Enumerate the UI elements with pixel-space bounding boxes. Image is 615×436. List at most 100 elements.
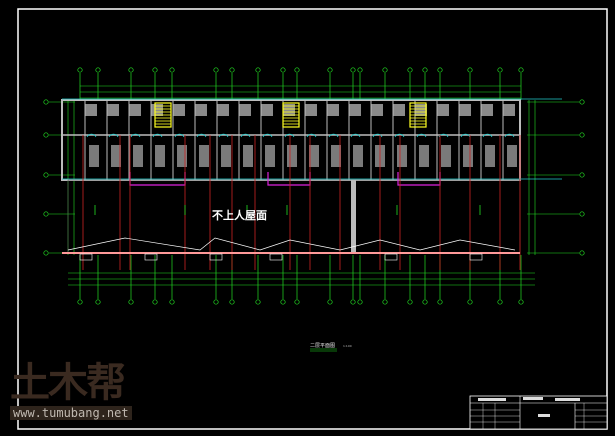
axis-bubble: [357, 67, 363, 73]
furniture: [371, 104, 383, 116]
axis-bubble: [467, 67, 473, 73]
furniture: [85, 104, 97, 116]
axis-bubble: [128, 299, 134, 305]
furniture: [129, 104, 141, 116]
axis-bubble: [43, 132, 49, 138]
furniture: [283, 104, 295, 116]
axis-bubble: [579, 99, 585, 105]
rain-spout: [79, 253, 93, 261]
axis-bubble: [77, 67, 83, 73]
roof-slope-line: [67, 237, 516, 251]
axis-bubble: [43, 172, 49, 178]
balcony: [397, 172, 441, 186]
axis-bubble: [382, 299, 388, 305]
door-swing: [152, 133, 163, 138]
furniture: [437, 104, 449, 116]
door-swing: [240, 133, 251, 138]
axis-bubble: [437, 299, 443, 305]
furniture: [177, 145, 187, 167]
furniture: [397, 145, 407, 167]
axis-bubble: [280, 67, 286, 73]
axis-bubble: [407, 67, 413, 73]
furniture: [217, 104, 229, 116]
floor-plan: [61, 98, 562, 352]
axis-bubble: [579, 211, 585, 217]
axis-bubble: [43, 99, 49, 105]
furniture: [151, 104, 163, 116]
furniture: [239, 104, 251, 116]
furniture: [419, 145, 429, 167]
axis-bubble: [422, 67, 428, 73]
furniture: [107, 104, 119, 116]
door-swing: [394, 133, 405, 138]
plan-scale: 1:100: [343, 344, 352, 348]
expansion-joint: [351, 180, 356, 253]
door-swing: [174, 133, 185, 138]
axis-grid: [43, 67, 585, 305]
furniture: [507, 145, 517, 167]
watermark-logo: 土木帮: [10, 360, 126, 406]
axis-bubble: [294, 299, 300, 305]
balcony: [129, 172, 186, 186]
axis-bubble: [169, 299, 175, 305]
door-swing: [328, 133, 339, 138]
door-swing: [86, 133, 97, 138]
axis-bubble: [128, 67, 134, 73]
furniture: [243, 145, 253, 167]
axis-bubble: [95, 299, 101, 305]
furniture: [441, 145, 451, 167]
furniture: [331, 145, 341, 167]
door-swing: [460, 133, 471, 138]
axis-bubble: [467, 299, 473, 305]
furniture: [415, 104, 427, 116]
furniture: [393, 104, 405, 116]
rain-spout: [144, 253, 158, 261]
roof-label: 不上人屋面: [212, 209, 267, 222]
door-swing: [416, 133, 427, 138]
watermark-url: www.tumubang.net: [10, 406, 132, 420]
axis-bubble: [213, 299, 219, 305]
axis-bubble: [497, 67, 503, 73]
furniture: [305, 104, 317, 116]
door-swing: [108, 133, 119, 138]
furniture: [481, 104, 493, 116]
furniture: [89, 145, 99, 167]
door-swing: [130, 133, 141, 138]
axis-bubble: [255, 299, 261, 305]
door-swing: [306, 133, 317, 138]
axis-bubble: [294, 67, 300, 73]
axis-bubble: [437, 67, 443, 73]
door-swing: [372, 133, 383, 138]
door-swing: [504, 133, 515, 138]
axis-bubble: [579, 172, 585, 178]
axis-bubble: [77, 299, 83, 305]
rain-spout: [384, 253, 398, 261]
rain-spout: [209, 253, 223, 261]
furniture: [133, 145, 143, 167]
furniture: [485, 145, 495, 167]
furniture: [199, 145, 209, 167]
door-swing: [482, 133, 493, 138]
furniture: [173, 104, 185, 116]
title-block: [469, 395, 608, 430]
axis-bubble: [407, 299, 413, 305]
axis-bubble: [213, 67, 219, 73]
axis-bubble: [280, 299, 286, 305]
rain-spout: [469, 253, 483, 261]
axis-bubble: [152, 299, 158, 305]
axis-bubble: [327, 67, 333, 73]
axis-bubble: [152, 67, 158, 73]
axis-bubble: [255, 67, 261, 73]
furniture: [353, 145, 363, 167]
axis-bubble: [95, 67, 101, 73]
furniture: [155, 145, 165, 167]
rain-spout: [269, 253, 283, 261]
axis-bubble: [229, 299, 235, 305]
axis-bubble: [579, 250, 585, 256]
axis-bubble: [43, 250, 49, 256]
furniture: [349, 104, 361, 116]
axis-bubble: [350, 299, 356, 305]
furniture: [221, 145, 231, 167]
furniture: [261, 104, 273, 116]
